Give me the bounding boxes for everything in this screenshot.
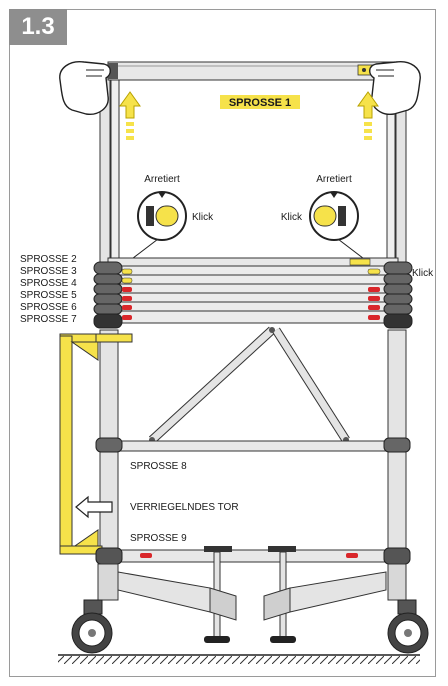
up-arrow-right-icon [357, 91, 379, 140]
rung5-label: SPROSSE 5 [20, 290, 77, 301]
lock-detail-left [119, 191, 187, 269]
rung1-label-bg [220, 95, 300, 109]
top-rung [107, 61, 399, 81]
right-hand-icon [369, 61, 421, 115]
rung-9 [95, 546, 411, 565]
locking-gate [59, 333, 133, 555]
click-left-label: Klick [192, 212, 214, 223]
floor-hatching [58, 654, 420, 664]
left-hand-icon [59, 61, 111, 115]
cross-braces [148, 326, 350, 444]
rung4-label: SPROSSE 4 [20, 278, 77, 289]
figure-frame [9, 9, 436, 677]
click-right-label: Klick [281, 212, 303, 223]
rung3-label: SPROSSE 3 [20, 266, 77, 277]
up-arrow-left-icon [119, 91, 141, 140]
left-wheel [71, 599, 113, 654]
rung7-label: SPROSSE 7 [20, 314, 77, 325]
right-wheel [387, 599, 429, 654]
rung8-label: SPROSSE 8 [130, 461, 187, 472]
stabiliser-feet [97, 551, 407, 643]
gate-label: VERRIEGELNDES TOR [130, 502, 239, 513]
figure-number-badge: 1.3 [9, 9, 67, 45]
rung1-label: SPROSSE 1 [229, 97, 291, 109]
rung6-label: SPROSSE 6 [20, 302, 77, 313]
rung9-label: SPROSSE 9 [130, 533, 187, 544]
collapsed-rungs [93, 257, 413, 329]
gate-arrow-icon [75, 495, 113, 519]
click-side-label: Klick [412, 268, 434, 279]
rung2-label: SPROSSE 2 [20, 254, 77, 265]
rung-8 [95, 437, 411, 453]
locked-left-label: Arretiert [144, 174, 180, 185]
locked-right-label: Arretiert [316, 174, 352, 185]
lock-detail-right [309, 191, 377, 269]
